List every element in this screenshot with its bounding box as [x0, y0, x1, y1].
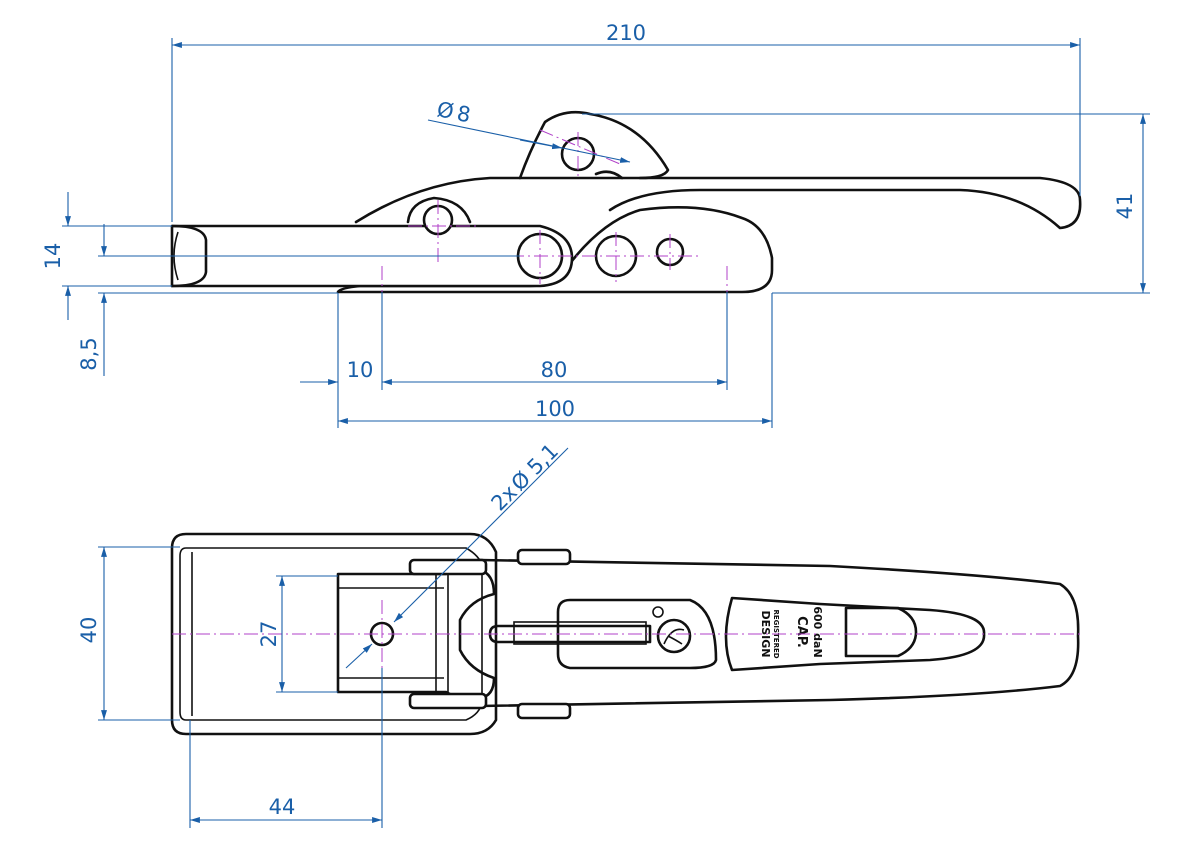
side-centerlines [381, 129, 728, 292]
dim-14-label: 14 [41, 243, 65, 270]
dim-hole-width: 27 [257, 575, 338, 693]
top-pin-head-1 [408, 558, 488, 576]
dim-5-1-label: 5,1 [523, 439, 564, 480]
dim-44-label: 44 [269, 795, 296, 819]
top-pin-head-2 [408, 692, 488, 710]
dim-80-label: 80 [541, 358, 568, 382]
side-view: 210 Ø 8 41 14 8 [41, 21, 1150, 428]
top-base-plate [170, 532, 498, 736]
dim-10-label: 10 [347, 358, 374, 382]
top-cam-lug-1 [516, 548, 572, 566]
top-view: DESIGN REGISTERED CAP. 600 daN 40 27 2x [77, 439, 1080, 828]
engraving-capacity: 600 daN [811, 606, 824, 657]
top-hinge-inner [338, 587, 444, 679]
logo-mark [663, 628, 685, 645]
side-lever-arm [354, 176, 1082, 230]
dim-41-label: 41 [1113, 193, 1137, 220]
dim-pivot-diameter: Ø 8 [427, 97, 631, 163]
dim-210-label: 210 [606, 21, 646, 45]
dim-base-lengths: 10 80 100 [300, 292, 773, 428]
registered-mark-icon [652, 606, 664, 618]
engraving-design: DESIGN [759, 611, 772, 658]
logo-icon [656, 618, 692, 654]
engraving-cap: CAP. [794, 616, 809, 648]
dim-width: 40 [77, 546, 180, 721]
dim-27-label: 27 [257, 621, 281, 648]
top-centerlines [172, 600, 1080, 668]
engraving-panel [724, 596, 986, 672]
dim-overall-length: 210 [171, 21, 1081, 222]
dim-height: 41 [582, 113, 1150, 294]
top-slot-tab [513, 621, 647, 645]
top-lever [478, 558, 1080, 708]
dim-bar-thickness: 14 [41, 192, 172, 320]
top-raised-pad [556, 598, 718, 670]
top-thumb-recess [844, 606, 918, 658]
side-cam-hook [518, 110, 670, 180]
top-slot [488, 624, 652, 644]
top-cam-lug-2 [516, 702, 572, 720]
dim-100-label: 100 [535, 397, 575, 421]
dim-base-offset: 8,5 [77, 224, 520, 376]
dim-40-label: 40 [77, 617, 101, 644]
dim-hole-offset: 44 [189, 668, 383, 828]
dim-8-5-label: 8,5 [77, 337, 101, 370]
dim-8-label: 8 [455, 101, 472, 127]
dim-diameter-symbol: Ø [435, 97, 455, 124]
